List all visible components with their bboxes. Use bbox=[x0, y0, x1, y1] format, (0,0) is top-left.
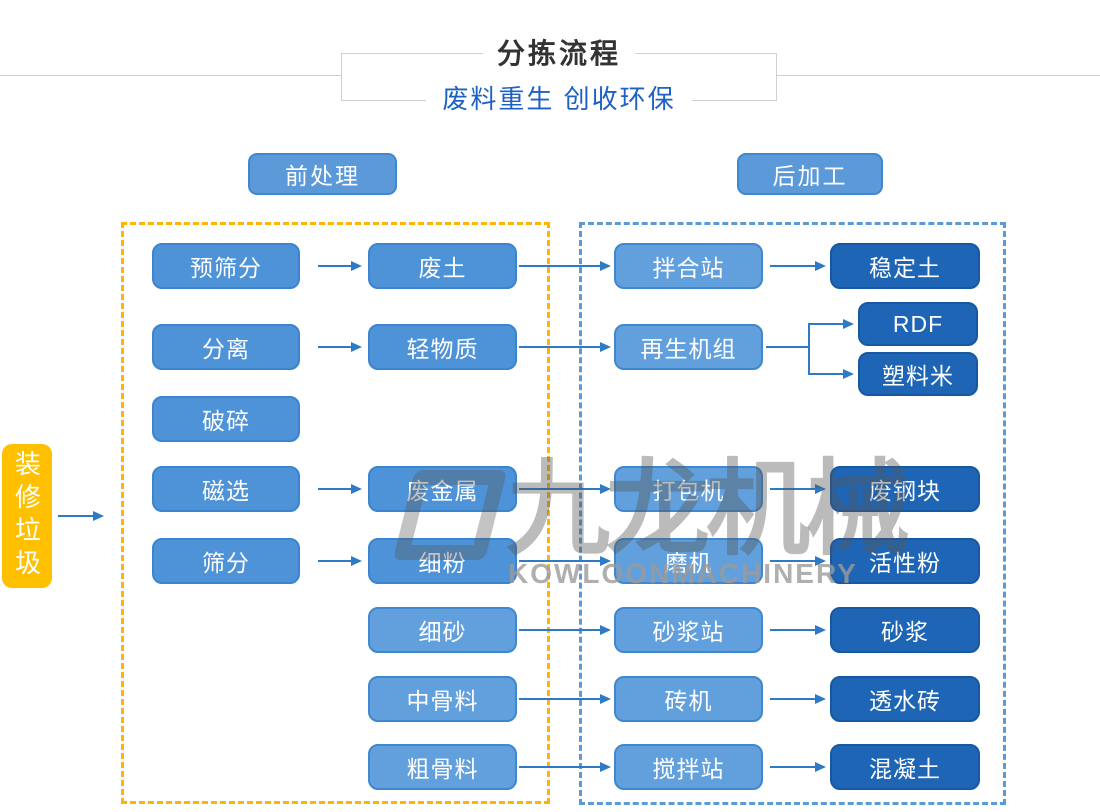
node-fine-powder: 细粉 bbox=[368, 538, 517, 584]
node-pre-screening: 预筛分 bbox=[152, 243, 300, 289]
arrow-screening-to-powder bbox=[318, 560, 360, 562]
node-medium-aggregate: 中骨料 bbox=[368, 676, 517, 722]
arrow-recycling-to-pellets bbox=[808, 373, 852, 375]
arrow-metal-to-baler bbox=[519, 488, 609, 490]
node-active-powder: 活性粉 bbox=[830, 538, 980, 584]
page-subtitle-row: 废料重生 创收环保 bbox=[341, 84, 777, 119]
node-concrete: 混凝土 bbox=[830, 744, 980, 790]
node-scrap-metal: 废金属 bbox=[368, 466, 517, 512]
node-crushing: 破碎 bbox=[152, 396, 300, 442]
source-node-decoration-waste: 装修垃圾 bbox=[2, 444, 52, 588]
node-recycling-unit: 再生机组 bbox=[614, 324, 763, 370]
arrow-magnetic-to-metal bbox=[318, 488, 360, 490]
arrow-mortarstation-to-mortar bbox=[770, 629, 824, 631]
branch-stem-line bbox=[766, 346, 810, 348]
node-baler: 打包机 bbox=[614, 466, 763, 512]
node-mortar: 砂浆 bbox=[830, 607, 980, 653]
arrow-sand-to-mortarstation bbox=[519, 629, 609, 631]
node-plastic-pellets: 塑料米 bbox=[858, 352, 978, 396]
page-title: 分拣流程 bbox=[482, 39, 635, 69]
arrow-prescreen-to-soil bbox=[318, 265, 360, 267]
node-permeable-brick: 透水砖 bbox=[830, 676, 980, 722]
arrow-soil-to-mixing bbox=[519, 265, 609, 267]
node-light-material: 轻物质 bbox=[368, 324, 517, 370]
arrow-light-to-recycling bbox=[519, 346, 609, 348]
arrow-coarseagg-to-stirring bbox=[519, 766, 609, 768]
node-fine-sand: 细砂 bbox=[368, 607, 517, 653]
arrow-powder-to-mill bbox=[519, 560, 609, 562]
arrow-medagg-to-brickmachine bbox=[519, 698, 609, 700]
post-process-region bbox=[579, 222, 1006, 805]
node-screening: 筛分 bbox=[152, 538, 300, 584]
arrow-mixing-to-stabilized bbox=[770, 265, 824, 267]
arrow-mill-to-active bbox=[770, 560, 824, 562]
arrow-recycling-to-rdf bbox=[808, 323, 852, 325]
node-rdf: RDF bbox=[858, 302, 978, 346]
page-title-row: 分拣流程 bbox=[341, 39, 777, 74]
node-scrap-steel-block: 废钢块 bbox=[830, 466, 980, 512]
node-brick-machine: 砖机 bbox=[614, 676, 763, 722]
node-stabilized-soil: 稳定土 bbox=[830, 243, 980, 289]
arrow-brickmachine-to-brick bbox=[770, 698, 824, 700]
arrow-source-to-region bbox=[58, 515, 102, 517]
pre-process-region bbox=[121, 222, 550, 804]
node-mortar-station: 砂浆站 bbox=[614, 607, 763, 653]
badge-pre-process: 前处理 bbox=[248, 153, 397, 195]
node-coarse-aggregate: 粗骨料 bbox=[368, 744, 517, 790]
node-mixing-station: 拌合站 bbox=[614, 243, 763, 289]
arrow-separation-to-light bbox=[318, 346, 360, 348]
node-stirring-station: 搅拌站 bbox=[614, 744, 763, 790]
arrow-stirring-to-concrete bbox=[770, 766, 824, 768]
branch-vertical-line bbox=[808, 323, 810, 375]
badge-post-process: 后加工 bbox=[737, 153, 883, 195]
arrow-baler-to-steel bbox=[770, 488, 824, 490]
node-waste-soil: 废土 bbox=[368, 243, 517, 289]
page-subtitle: 废料重生 创收环保 bbox=[426, 84, 692, 114]
node-mill: 磨机 bbox=[614, 538, 763, 584]
node-magnetic-separation: 磁选 bbox=[152, 466, 300, 512]
node-separation: 分离 bbox=[152, 324, 300, 370]
